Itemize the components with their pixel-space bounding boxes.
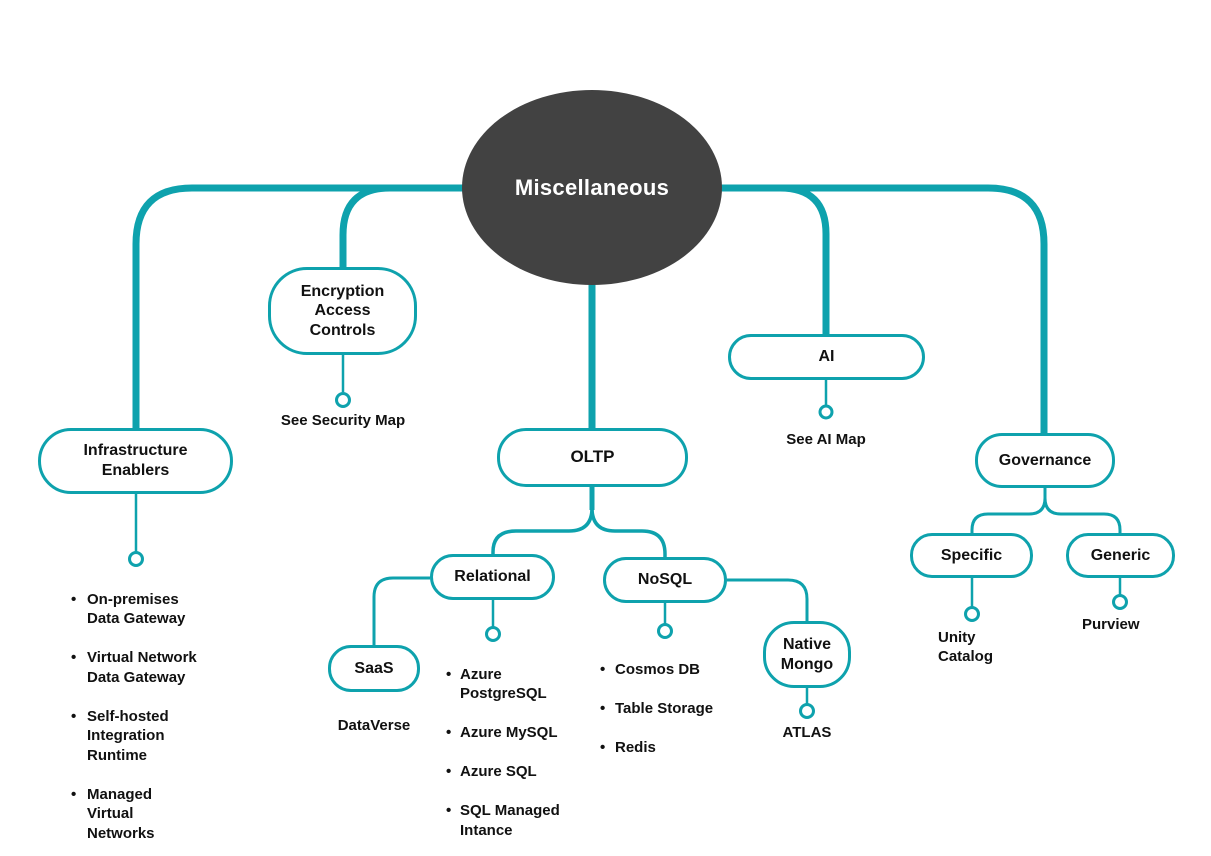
node-specific: Specific [910,533,1033,578]
list-item: Azure SQL [443,762,583,782]
edge-root-to-infrastructure [132,184,470,430]
note-see-security-map: See Security Map [280,412,406,429]
terminator-relational [485,626,501,642]
edge-nosql-to-native-mongo [727,578,809,621]
terminator-generic [1112,594,1128,610]
edge-governance-to-specific [970,497,1047,533]
terminator-native-mongo [799,703,815,719]
terminator-nosql [657,623,673,639]
list-item: Azure PostgreSQL [443,665,583,704]
terminator-ai [818,404,834,420]
node-native-mongo: Native Mongo [763,621,851,688]
list-item: Table Storage [597,699,737,719]
node-encryption-access-controls: Encryption Access Controls [268,267,417,355]
note-unity-catalog: Unity Catalog [938,629,994,665]
note-dataverse: DataVerse [337,717,411,734]
node-infrastructure-enablers: Infrastructure Enablers [38,428,233,494]
list-item: On-premises Data Gateway [68,590,218,629]
edge-oltp-to-relational [491,507,594,554]
edge-root-to-governance [714,184,1048,433]
list-item: Virtual Network Data Gateway [68,648,218,687]
node-nosql: NoSQL [603,557,727,603]
node-saas: SaaS [328,645,420,692]
edge-governance-to-generic [1043,497,1122,533]
note-purview: Purview [1082,616,1140,633]
node-ai: AI [728,334,925,380]
node-oltp: OLTP [497,428,688,487]
node-governance: Governance [975,433,1115,488]
edge-root-to-ai [779,184,830,334]
list-item: Redis [597,738,737,758]
edge-root-to-encryption [339,184,391,267]
nosql-list: Cosmos DB Table Storage Redis [597,640,737,777]
terminator-encryption [335,392,351,408]
node-root-miscellaneous: Miscellaneous [462,90,722,285]
terminator-infrastructure [128,551,144,567]
list-item: Azure MySQL [443,723,583,743]
terminator-specific [964,606,980,622]
relational-list: Azure PostgreSQL Azure MySQL Azure SQL S… [443,645,583,856]
note-see-ai-map: See AI Map [786,431,866,448]
edge-oltp-to-nosql [590,507,667,557]
edge-relational-to-saas [372,576,430,645]
list-item: Self-hosted Integration Runtime [68,707,218,766]
infrastructure-enablers-list: On-premises Data Gateway Virtual Network… [68,570,218,856]
list-item: Cosmos DB [597,660,737,680]
list-item: SQL Managed Intance [443,801,583,840]
node-relational: Relational [430,554,555,600]
node-generic: Generic [1066,533,1175,578]
note-atlas: ATLAS [782,724,832,741]
list-item: Managed Virtual Networks [68,785,218,844]
